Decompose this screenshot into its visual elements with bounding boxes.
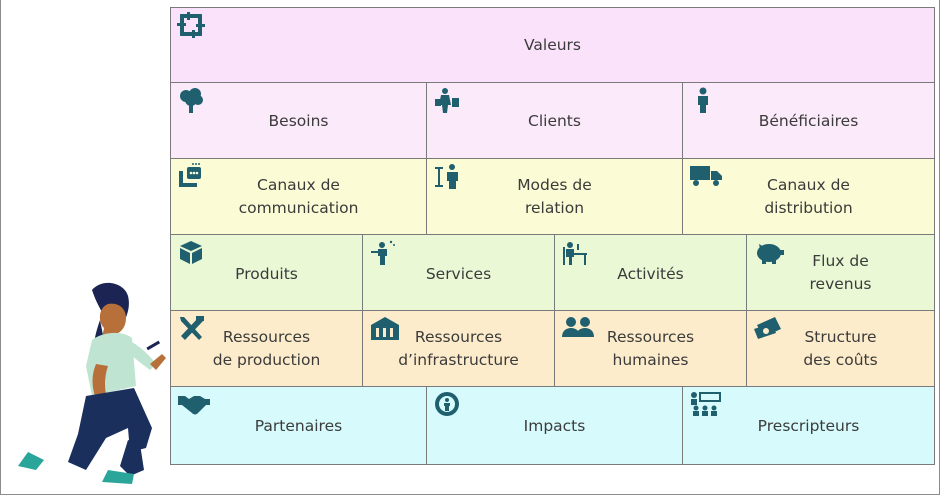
tree-icon bbox=[177, 87, 205, 113]
cell-canaux-distribution: Canaux de distribution bbox=[682, 158, 935, 235]
label-besoins: Besoins bbox=[268, 112, 329, 130]
chat-screen-icon bbox=[177, 163, 205, 189]
presenter-icon bbox=[433, 163, 461, 189]
grid-hands-icon bbox=[177, 12, 205, 38]
cell-flux-revenus: Flux de revenus bbox=[746, 234, 935, 311]
canvas-grid: Valeurs Besoins Clients Bénéficiaires bbox=[170, 7, 935, 465]
kneeling-woman-writing-illustration bbox=[18, 282, 166, 484]
people-icon bbox=[561, 315, 595, 341]
cell-canaux-communication: Canaux de communication bbox=[170, 158, 427, 235]
cell-services: Services bbox=[362, 234, 555, 311]
building-icon bbox=[369, 315, 401, 341]
piggy-bank-icon bbox=[753, 239, 785, 265]
cell-modes-relation: Modes de relation bbox=[426, 158, 683, 235]
cell-besoins: Besoins bbox=[170, 82, 427, 159]
cell-produits: Produits bbox=[170, 234, 363, 311]
label-produits: Produits bbox=[235, 265, 298, 283]
cell-impacts: Impacts bbox=[426, 386, 683, 465]
label-modes-relation: Modes de relation bbox=[517, 176, 592, 217]
label-canaux-communication: Canaux de communication bbox=[238, 176, 359, 217]
label-activites: Activités bbox=[617, 265, 684, 283]
label-ressources-humaines: Ressources humaines bbox=[606, 328, 695, 369]
label-canaux-distribution: Canaux de distribution bbox=[764, 176, 853, 217]
label-partenaires: Partenaires bbox=[254, 417, 343, 435]
label-impacts: Impacts bbox=[523, 417, 586, 435]
shopper-icon bbox=[433, 87, 461, 113]
label-beneficiaires: Bénéficiaires bbox=[758, 112, 859, 130]
label-valeurs: Valeurs bbox=[523, 36, 581, 54]
label-ressources-production: Ressources de production bbox=[212, 328, 321, 369]
label-services: Services bbox=[425, 265, 492, 283]
handshake-icon bbox=[177, 391, 211, 417]
cell-clients: Clients bbox=[426, 82, 683, 159]
cell-prescripteurs: Prescripteurs bbox=[682, 386, 935, 465]
label-clients: Clients bbox=[528, 112, 581, 130]
cell-valeurs: Valeurs bbox=[170, 7, 935, 83]
box-icon bbox=[177, 239, 205, 265]
tools-icon bbox=[177, 315, 205, 341]
cell-structure-couts: Structure des coûts bbox=[746, 310, 935, 387]
money-icon bbox=[753, 315, 785, 341]
label-structure-couts: Structure des coûts bbox=[803, 328, 878, 369]
cell-partenaires: Partenaires bbox=[170, 386, 427, 465]
person-icon bbox=[689, 87, 717, 113]
cell-ressources-infrastructure: Ressources d’infrastructure bbox=[362, 310, 555, 387]
desk-worker-icon bbox=[561, 239, 589, 265]
label-ressources-infrastructure: Ressources d’infrastructure bbox=[398, 328, 519, 369]
cell-ressources-humaines: Ressources humaines bbox=[554, 310, 747, 387]
cell-beneficiaires: Bénéficiaires bbox=[682, 82, 935, 159]
teacher-board-icon bbox=[689, 391, 723, 417]
globe-person-icon bbox=[433, 391, 461, 417]
cell-ressources-production: Ressources de production bbox=[170, 310, 363, 387]
label-prescripteurs: Prescripteurs bbox=[757, 417, 860, 435]
truck-icon bbox=[689, 163, 723, 189]
cell-activites: Activités bbox=[554, 234, 747, 311]
label-flux-revenus: Flux de revenus bbox=[809, 252, 872, 293]
service-person-icon bbox=[369, 239, 397, 265]
